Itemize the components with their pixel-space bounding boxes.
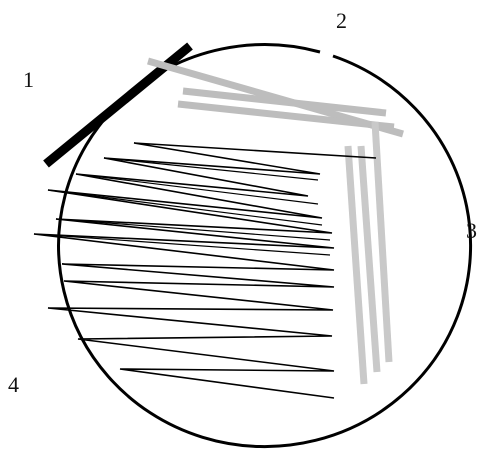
region-4-label: 4 xyxy=(8,374,19,396)
streak-region-2 xyxy=(148,61,403,134)
streak-region-4 xyxy=(34,143,376,398)
streak-region-3 xyxy=(348,122,389,384)
region-2-label: 2 xyxy=(336,10,347,32)
region-1-label: 1 xyxy=(23,69,34,91)
streak-4-zigzag xyxy=(34,143,376,398)
region-3-label: 3 xyxy=(466,220,477,242)
